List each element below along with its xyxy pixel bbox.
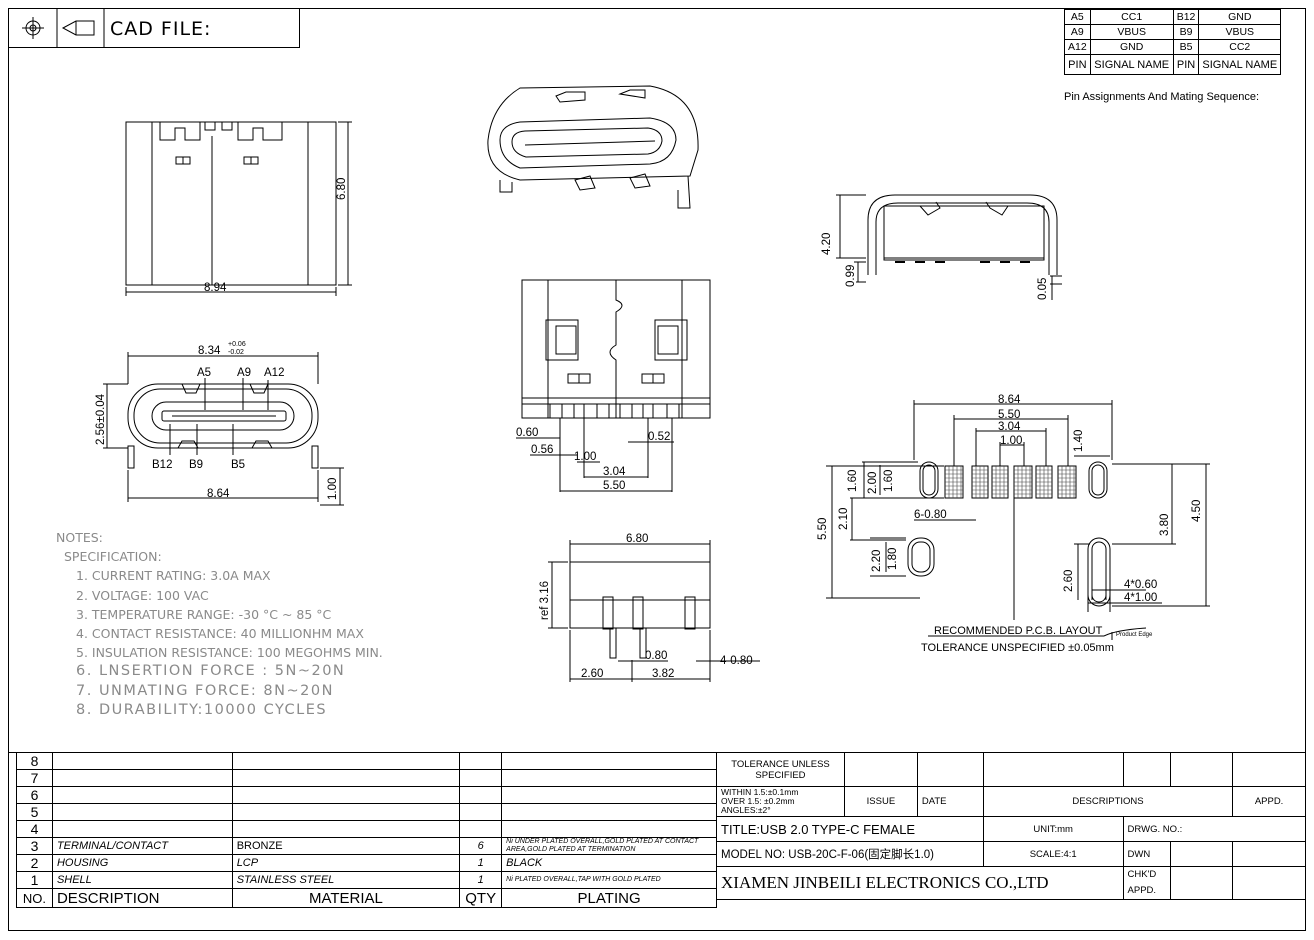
dim-front-tol-plus: +0.06 xyxy=(228,341,246,348)
bottom-view xyxy=(516,279,711,492)
dim-pcb-140: 1.40 xyxy=(1073,430,1085,452)
dim-pcb-6x: 6-0.80 xyxy=(914,509,947,521)
dim-pcb-550v: 5.50 xyxy=(817,518,829,540)
pin-label-a12: A12 xyxy=(264,367,284,379)
notes-title: NOTES: xyxy=(56,530,103,545)
dim-front-leg: 1.00 xyxy=(327,478,339,500)
notes-spec: SPECIFICATION: xyxy=(64,549,162,565)
dim-pcb-100: 1.00 xyxy=(1000,435,1022,447)
note-item: 6. LNSERTION FORCE : 5N~20N xyxy=(76,663,346,680)
dim-pcb-180: 1.80 xyxy=(887,548,899,570)
front-view xyxy=(103,352,344,506)
dim-front-pins-width: 8.64 xyxy=(207,488,230,500)
table-row: 6 xyxy=(16,786,717,804)
dim-side-h2: 0.99 xyxy=(845,265,857,287)
dim-pcb-4x060: 4*0.60 xyxy=(1124,579,1157,591)
dim-pcb-160a: 1.60 xyxy=(847,470,859,492)
cad-file-label: CAD FILE: xyxy=(110,18,212,40)
dim-top-width: 8.94 xyxy=(204,282,227,294)
note-item: 8. DURABILITY:10000 CYCLES xyxy=(76,701,328,718)
dim-bottom-304: 3.04 xyxy=(603,466,626,478)
dim-pcb-220: 2.20 xyxy=(871,550,883,572)
dim-bottom-056: 0.56 xyxy=(531,444,553,456)
pcb-layout xyxy=(826,400,1210,640)
dim-pcb-160b: 1.60 xyxy=(883,470,895,492)
dim-side2-4x: 4-0.80 xyxy=(720,655,753,667)
dim-pcb-550: 5.50 xyxy=(998,409,1020,421)
note-item: 2. VOLTAGE: 100 VAC xyxy=(76,587,209,603)
dim-bottom-060: 0.60 xyxy=(516,427,538,439)
note-item: 5. INSULATION RESISTANCE: 100 MEGOHMS MI… xyxy=(76,645,383,661)
dim-side2-260: 2.60 xyxy=(581,668,603,680)
dim-front-width: 8.34 xyxy=(198,345,221,357)
dimension-labels: 8.94 6.80 8.34 +0.06 -0.02 2.56±0.04 8.6… xyxy=(95,178,1203,680)
dim-pcb-304: 3.04 xyxy=(998,421,1021,433)
top-view xyxy=(125,121,352,296)
table-row: TITLE:USB 2.0 TYPE-C FEMALE UNIT:mm DRWG… xyxy=(716,816,1307,842)
table-row: 5 xyxy=(16,803,717,821)
dim-side-h1: 4.20 xyxy=(821,233,833,255)
table-row: 8 xyxy=(16,752,717,770)
projection-symbol-icon xyxy=(22,17,95,39)
dim-bottom-550: 5.50 xyxy=(603,480,625,492)
pin-label-b5: B5 xyxy=(231,459,245,471)
dim-side2-ref: ref 3.16 xyxy=(539,581,551,620)
pcb-tolerance: TOLERANCE UNSPECIFIED ±0.05mm xyxy=(921,642,1114,654)
sheet-border xyxy=(8,8,1306,931)
dim-pcb-450: 4.50 xyxy=(1191,500,1203,522)
note-item: 1. CURRENT RATING: 3.0A MAX xyxy=(76,568,271,584)
pin-table-note: Pin Assignments And Mating Sequence: xyxy=(1064,91,1260,103)
product-edge-label: Product Edge xyxy=(1116,632,1153,638)
pin-label-b12: B12 xyxy=(152,459,172,471)
dim-pcb-210: 2.10 xyxy=(838,508,850,530)
dim-side2-680: 6.80 xyxy=(626,533,648,545)
note-item: 7. UNMATING FORCE: 8N~20N xyxy=(76,682,334,699)
dim-bottom-052: 0.52 xyxy=(648,431,670,443)
isometric-view xyxy=(487,85,699,209)
pin-label-a9: A9 xyxy=(237,367,251,379)
table-row: 4 xyxy=(16,820,717,838)
dim-front-height: 2.56±0.04 xyxy=(95,393,107,445)
note-item: 3. TEMPERATURE RANGE: -30 °C ~ 85 °C xyxy=(76,606,332,622)
dim-front-tol-minus: -0.02 xyxy=(228,349,244,356)
dim-pcb-200: 2.00 xyxy=(867,472,879,494)
side-view xyxy=(836,194,1062,300)
pin-label-a5: A5 xyxy=(197,367,211,379)
table-row: 7 xyxy=(16,769,717,787)
pcb-layout-title: RECOMMENDED P.C.B. LAYOUT xyxy=(934,625,1103,637)
dim-pcb-380: 3.80 xyxy=(1159,514,1171,536)
side-view-2 xyxy=(548,540,760,682)
dim-side2-382: 3.82 xyxy=(652,668,674,680)
dim-bottom-100: 1.00 xyxy=(574,451,596,463)
pin-label-b9: B9 xyxy=(189,459,203,471)
dim-pcb-260: 2.60 xyxy=(1063,570,1075,592)
table-row: MODEL NO: USB-20C-F-06(固定脚长1.0) SCALE:4:… xyxy=(716,841,1306,867)
note-item: 4. CONTACT RESISTANCE: 40 MILLIONHM MAX xyxy=(76,626,364,642)
dim-side2-080: 0.80 xyxy=(645,650,667,662)
notes-block: NOTES: SPECIFICATION: 1. CURRENT RATING:… xyxy=(56,528,383,720)
table-row: XIAMEN JINBEILI ELECTRONICS CO.,LTD CHK'… xyxy=(716,866,1306,900)
dim-pcb-4x100: 4*1.00 xyxy=(1124,592,1157,604)
dim-side-h3: 0.05 xyxy=(1037,278,1049,300)
dim-pcb-864: 8.64 xyxy=(998,394,1021,406)
cad-file-box xyxy=(8,8,300,48)
title-block: TOLERANCE UNLESS SPECIFIED WITHIN 1.5:±0… xyxy=(716,752,1307,900)
dim-top-height: 6.80 xyxy=(336,178,348,200)
table-row: TOLERANCE UNLESS SPECIFIED xyxy=(716,752,1306,787)
